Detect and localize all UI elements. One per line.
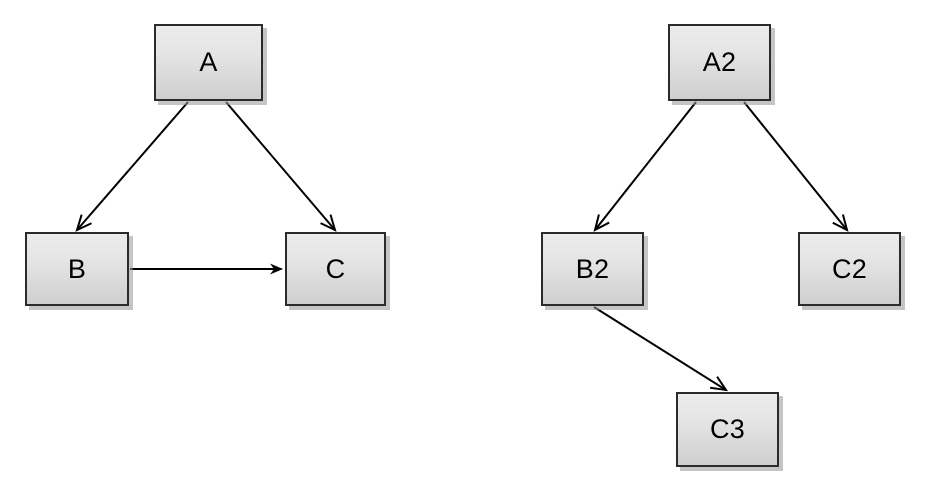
edge-a-c xyxy=(225,101,337,232)
node-c3[interactable]: C3 xyxy=(676,392,779,467)
edge-b2-c3 xyxy=(593,306,729,392)
node-c2[interactable]: C2 xyxy=(798,232,901,306)
node-b[interactable]: B xyxy=(25,232,129,306)
edge-line xyxy=(77,101,189,230)
arrowhead xyxy=(75,214,92,232)
node-label: C3 xyxy=(710,414,745,444)
node-a[interactable]: A xyxy=(154,24,263,101)
node-a2[interactable]: A2 xyxy=(668,24,771,101)
node-label: C xyxy=(325,253,346,284)
node-label: C2 xyxy=(832,253,867,284)
edge-a2-b2 xyxy=(593,101,697,232)
arrowhead xyxy=(593,214,610,232)
edge-line xyxy=(595,101,697,230)
node-label: A xyxy=(199,47,218,77)
node-label: B2 xyxy=(575,253,610,284)
edge-line xyxy=(225,101,335,230)
edge-line xyxy=(743,101,847,230)
arrowhead xyxy=(832,214,849,232)
node-b2[interactable]: B2 xyxy=(541,232,644,306)
node-label: A2 xyxy=(702,47,737,77)
edge-a-b xyxy=(75,101,189,232)
arrowhead xyxy=(270,263,283,275)
edge-b-c xyxy=(130,263,283,275)
edge-line xyxy=(593,306,726,391)
edge-a2-c2 xyxy=(743,101,849,232)
arrowhead xyxy=(710,376,729,392)
node-label: B xyxy=(67,253,87,284)
node-c[interactable]: C xyxy=(285,232,386,306)
arrowhead xyxy=(320,214,337,232)
